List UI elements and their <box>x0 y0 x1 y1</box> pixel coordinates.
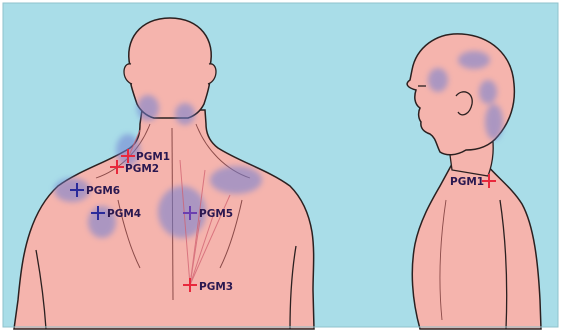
zone-temple <box>428 68 448 92</box>
zone-occiput <box>485 104 503 140</box>
pgm6-label: PGM6 <box>86 185 120 197</box>
pgm4-label: PGM4 <box>107 208 141 220</box>
pgm5-label: PGM5 <box>199 208 233 220</box>
zone-occipital-left <box>137 95 159 121</box>
pgm1-label: PGM1 <box>136 151 170 163</box>
zone-scapula-right <box>210 166 262 194</box>
pgm1-side-label: PGM1 <box>450 176 484 188</box>
pgm3-label: PGM3 <box>199 281 233 293</box>
zone-behind-ear <box>479 80 497 104</box>
pgm2-label: PGM2 <box>125 163 159 175</box>
zone-occipital-right <box>175 103 195 125</box>
zone-vertex <box>458 51 490 69</box>
